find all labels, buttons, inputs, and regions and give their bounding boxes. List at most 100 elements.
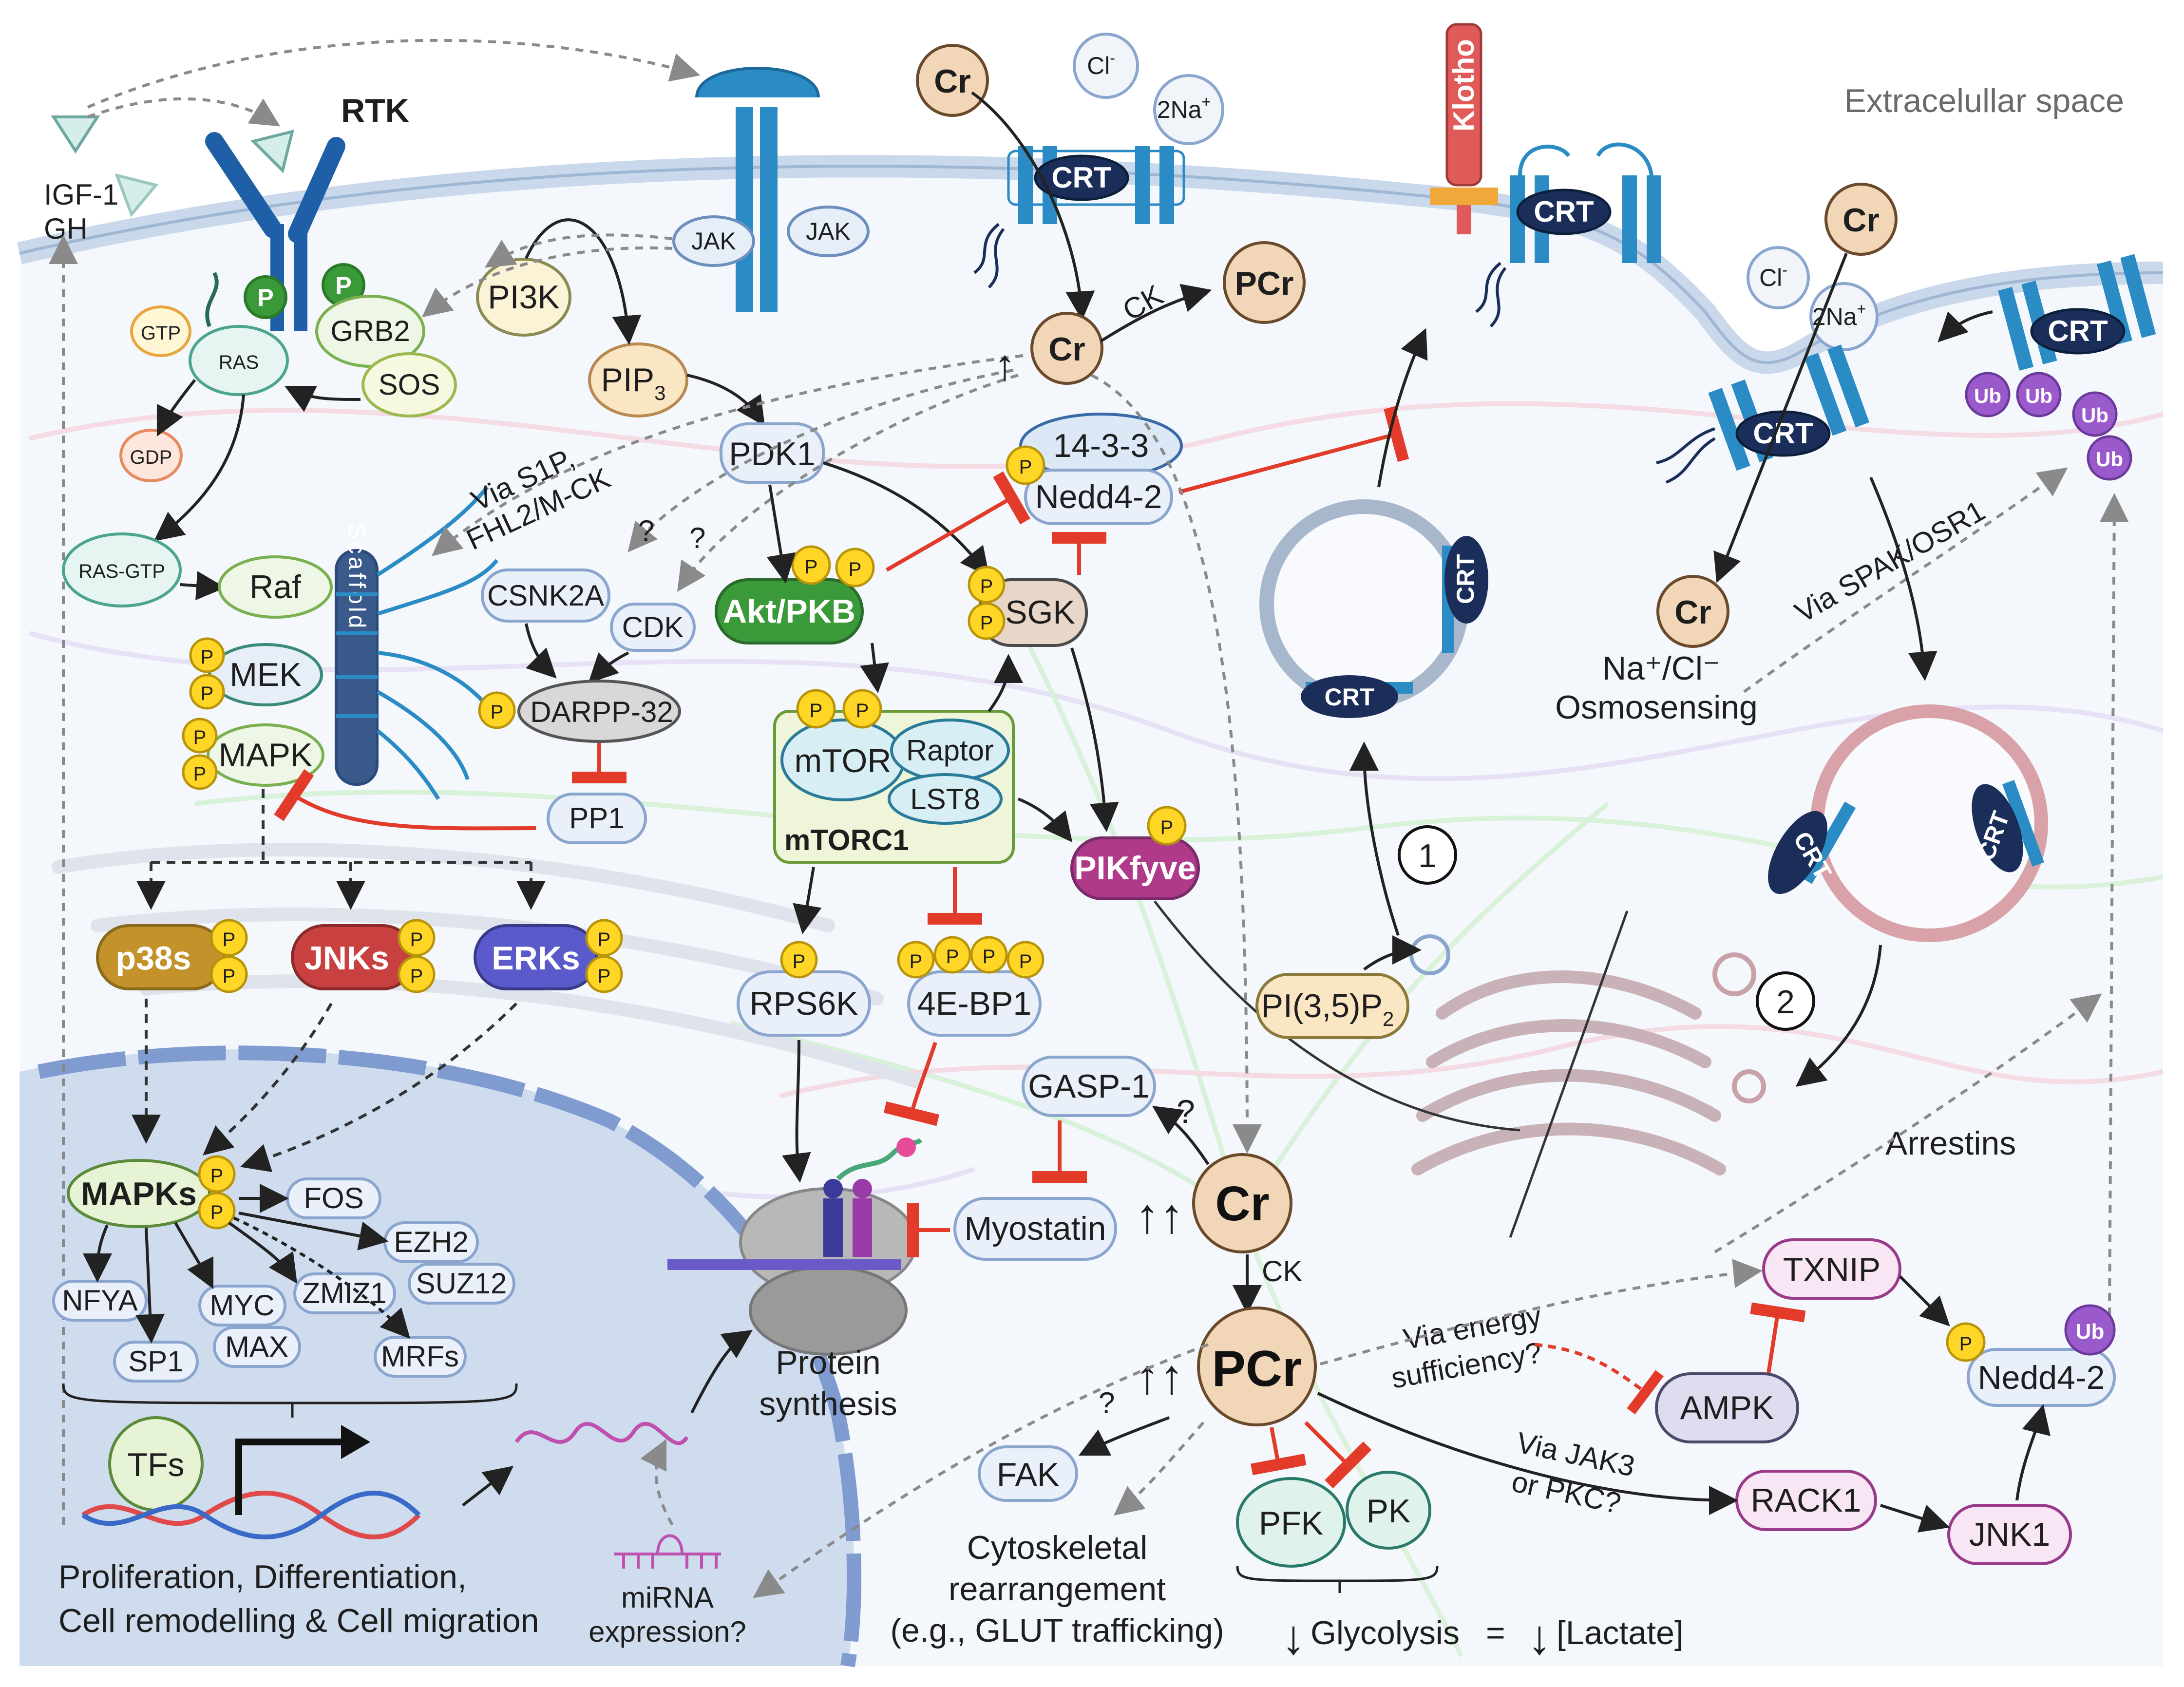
p38s-node: p38s P P <box>96 919 248 993</box>
pcr-to-fak-arrow <box>1078 1416 1170 1456</box>
svg-text:P: P <box>980 612 993 634</box>
pdk1-to-akt-arrow <box>766 484 796 584</box>
tf-brace <box>62 1383 518 1418</box>
ampk-inhibits-txnip <box>1750 1302 1806 1374</box>
na1-node <box>1153 74 1224 145</box>
sgk-phospho-2 <box>968 602 1006 640</box>
endosome-crt-1: CRT <box>1768 801 1856 894</box>
svg-text:CRT: CRT <box>1325 683 1375 711</box>
jnks-node: JNKs P P <box>291 919 436 993</box>
pi35p2-node <box>1255 973 1409 1039</box>
ezh2-label: EZH2 <box>394 1226 468 1258</box>
cr-out1-label: Cr <box>934 63 971 100</box>
ebp1-phospho: P P P P <box>897 936 1045 979</box>
nedd42-inhibits-vesicle <box>1178 406 1409 494</box>
gtp-node <box>130 305 191 357</box>
svg-text:P: P <box>491 701 504 723</box>
svg-text:JNKs: JNKs <box>304 940 389 977</box>
pcr-inhibits-ampk <box>1534 1343 1664 1415</box>
mirna-label-2: expression? <box>589 1615 746 1648</box>
p-rtk-1 <box>244 275 287 319</box>
mtorc1-to-rps6k-arrow <box>793 867 822 934</box>
grb2-label: GRB2 <box>330 315 410 347</box>
pi35p2-to-golgi-arrow <box>1363 935 1422 971</box>
cr-top-to-center-arrow <box>1090 374 1262 1154</box>
p1433-label: 14-3-3 <box>1053 427 1149 464</box>
myc-label: MYC <box>209 1289 274 1322</box>
golgi-apparatus <box>1411 970 1726 1175</box>
svg-text:CRT: CRT <box>1753 417 1813 450</box>
cl2-node <box>1747 246 1810 309</box>
mapk-label: MAPK <box>219 737 313 774</box>
sos-label: SOS <box>379 368 440 401</box>
cr-to-gasp1-arrow <box>1152 1106 1210 1165</box>
klotho-label: Klotho <box>1447 39 1480 132</box>
vesicle-crt-1: CRT <box>1442 536 1488 653</box>
sgk-to-pikfyve-arrow <box>1070 647 1119 832</box>
down-lactate: ↓ <box>1527 1610 1552 1665</box>
svg-text:P: P <box>201 683 214 704</box>
p-rtk-1-label: P <box>257 284 273 311</box>
mtorc1-label: mTORC1 <box>784 824 909 856</box>
csnk2a-node <box>481 569 610 623</box>
sp1-label: SP1 <box>128 1345 183 1378</box>
svg-text:P: P <box>193 763 207 785</box>
cdk-node <box>610 603 696 652</box>
ras-gtp-node <box>62 532 182 607</box>
cl1-label: Cl- <box>1087 49 1115 79</box>
ras-tail <box>205 272 219 327</box>
down-glycolysis: ↓ <box>1281 1610 1306 1665</box>
jnk1-to-nedd42-arrow <box>2015 1404 2051 1501</box>
gh-arrow <box>87 97 281 127</box>
equals-label: = <box>1486 1614 1505 1651</box>
svg-text:P: P <box>946 946 959 967</box>
jnk1-node <box>1947 1504 2072 1565</box>
suz12-node <box>408 1263 515 1305</box>
rtk-ligand-icon <box>250 129 295 173</box>
pcr-to-txnip-arrow <box>1320 1259 1763 1365</box>
dna-helix <box>81 1491 421 1539</box>
mirna-to-mrna-arrow <box>640 1439 674 1526</box>
txnip-label: TXNIP <box>1783 1251 1880 1288</box>
rasgtp-to-raf-arrow <box>180 571 226 601</box>
pk-label: PK <box>1367 1493 1411 1530</box>
pi3k-to-pip3-arrow <box>525 218 642 345</box>
jnk1-label: JNK1 <box>1969 1516 2050 1553</box>
fak-node <box>978 1445 1078 1502</box>
ebp1-inhibits-translation <box>883 1042 940 1126</box>
rps6k-phospho <box>780 941 818 979</box>
pikfyve-to-pi35p2-line <box>1154 900 1520 1132</box>
pcr-center-node <box>1197 1307 1317 1426</box>
jak-left-label: JAK <box>691 227 736 255</box>
sos-node <box>361 352 457 417</box>
nedd42-bottom-ub <box>2064 1304 2116 1356</box>
cr-top-label: Cr <box>1048 331 1085 368</box>
txnip-node <box>1762 1238 1901 1300</box>
q-gasp1: ? <box>1177 1093 1195 1130</box>
svg-text:p38s: p38s <box>116 940 191 977</box>
cr-center-label: Cr <box>1215 1176 1269 1231</box>
p-rtk-2-label: P <box>335 272 351 299</box>
endosome-crt-2: CRT <box>1972 779 2044 872</box>
cr-in2-label: Cr <box>1674 594 1711 631</box>
pi3k-node <box>476 258 571 337</box>
svg-text:P: P <box>410 966 423 987</box>
suz12-label: SUZ12 <box>416 1267 507 1300</box>
arrestins-label: Arrestins <box>1885 1125 2016 1162</box>
step1-label: 1 <box>1418 837 1437 874</box>
jak-receptor <box>695 67 820 312</box>
mirna-label-1: miRNA <box>621 1581 714 1614</box>
svg-text:P: P <box>223 929 236 950</box>
prolif-label-2: Cell remodelling & Cell migration <box>58 1602 539 1639</box>
pfk-node <box>1236 1477 1346 1568</box>
svg-text:MAPKs: MAPKs <box>81 1175 197 1213</box>
svg-text:CRT: CRT <box>2048 315 2108 347</box>
svg-text:P: P <box>983 946 996 967</box>
pcr-to-cyto-arrow <box>1113 1422 1205 1516</box>
svg-text:Ub: Ub <box>2076 1320 2105 1344</box>
pcr-inhibits-pfk <box>1251 1427 1307 1476</box>
vesicle-crt-2: CRT <box>1301 675 1413 718</box>
raf-label: Raf <box>249 569 301 606</box>
max-node <box>213 1326 301 1368</box>
